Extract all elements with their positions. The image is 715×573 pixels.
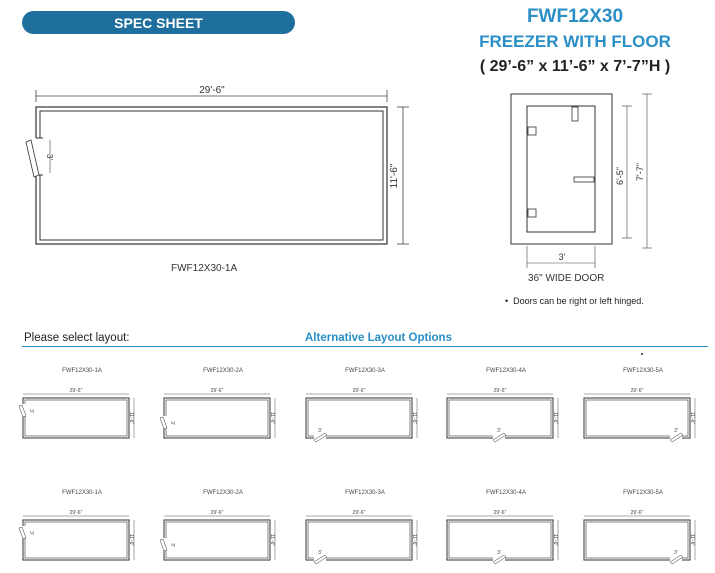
layout-width-label: 29'-6" xyxy=(70,510,83,516)
spec-sheet-badge: SPEC SHEET xyxy=(22,11,295,34)
floor-plan-drawing: 29'-6" 3' 11'-6" xyxy=(25,85,409,245)
layout-depth-label: 11'-6" xyxy=(128,534,134,547)
layout-thumbnail: 29'-6" 11'-6" 3' xyxy=(305,510,418,565)
layout-option-name: FWF12X30-5A xyxy=(623,490,663,496)
layout-option-row1-2[interactable]: FWF12X30-2A 29'-6" 11'-6" 3' xyxy=(158,368,288,448)
layout-width-label: 29'-6" xyxy=(631,388,644,394)
layout-door-label: 3' xyxy=(497,550,501,556)
door-elevation-drawing: 6'-5" 7'-7" 3' xyxy=(510,93,652,268)
layout-door-label: 3' xyxy=(674,550,678,556)
layout-width-label: 29'-6" xyxy=(353,388,366,394)
layout-option-row2-3[interactable]: FWF12X30-3A 29'-6" 11'-6" 3' xyxy=(300,490,430,570)
plan-caption: FWF12X30-1A xyxy=(171,263,238,274)
layout-depth-label: 11'-6" xyxy=(128,412,134,425)
layout-door-label: 3' xyxy=(318,550,322,556)
layout-width-label: 29'-6" xyxy=(494,510,507,516)
stray-dot xyxy=(641,353,643,355)
overall-dimensions: ( 29’-6” x 11’-6” x 7’-7”H ) xyxy=(479,58,671,75)
layout-door-label: 3' xyxy=(28,531,34,535)
layout-thumbnail: 29'-6" 11'-6" 3' xyxy=(18,510,135,561)
layout-option-row1-1[interactable]: FWF12X30-1A 29'-6" 11'-6" 3' xyxy=(17,368,147,448)
layout-thumbnail: 29'-6" 11'-6" 3' xyxy=(18,388,135,439)
layout-door-label: 3' xyxy=(169,421,175,425)
layout-depth-label: 11'-6" xyxy=(552,412,558,425)
select-layout-label: Please select layout: xyxy=(24,332,130,344)
plan-depth-label: 11'-6" xyxy=(389,163,400,188)
layout-door-label: 3' xyxy=(318,428,322,434)
layout-option-row2-5[interactable]: FWF12X30-5A 29'-6" 11'-6" 3' xyxy=(578,490,708,570)
layout-option-name: FWF12X30-1A xyxy=(62,368,102,374)
layout-option-row1-5[interactable]: FWF12X30-5A 29'-6" 11'-6" 3' xyxy=(578,368,708,448)
layout-width-label: 29'-6" xyxy=(631,510,644,516)
layout-depth-label: 11'-6" xyxy=(269,412,275,425)
layout-option-name: FWF12X30-3A xyxy=(345,368,385,374)
layout-option-row1-3[interactable]: FWF12X30-3A 29'-6" 11'-6" 3' xyxy=(300,368,430,448)
layout-option-name: FWF12X30-1A xyxy=(62,490,102,496)
layout-option-name: FWF12X30-2A xyxy=(203,368,243,374)
layout-door-label: 3' xyxy=(28,409,34,413)
layout-door-label: 3' xyxy=(169,543,175,547)
layout-width-label: 29'-6" xyxy=(494,388,507,394)
product-subtitle: FREEZER WITH FLOOR xyxy=(479,32,671,51)
layout-width-label: 29'-6" xyxy=(211,510,224,516)
layout-depth-label: 11'-6" xyxy=(411,412,417,425)
layout-thumbnail: 29'-6" 11'-6" 3' xyxy=(446,388,559,443)
elevation-total-height: 7'-7" xyxy=(635,163,645,181)
hinge-note: • Doors can be right or left hinged. xyxy=(505,296,644,306)
layout-option-name: FWF12X30-4A xyxy=(486,490,526,496)
layout-width-label: 29'-6" xyxy=(353,510,366,516)
elevation-door-height: 6'-5" xyxy=(615,167,625,185)
section-divider xyxy=(22,346,708,347)
layout-depth-label: 11'-6" xyxy=(411,534,417,547)
plan-door-label: 3' xyxy=(45,154,54,160)
layout-width-label: 29'-6" xyxy=(70,388,83,394)
layout-depth-label: 11'-6" xyxy=(269,534,275,547)
layout-thumbnail: 29'-6" 11'-6" 3' xyxy=(305,388,418,443)
layout-option-row2-4[interactable]: FWF12X30-4A 29'-6" 11'-6" 3' xyxy=(441,490,571,570)
plan-width-label: 29'-6" xyxy=(199,85,225,96)
layout-thumbnail: 29'-6" 11'-6" 3' xyxy=(159,510,276,561)
elevation-door-width: 3' xyxy=(559,252,566,262)
layout-option-name: FWF12X30-3A xyxy=(345,490,385,496)
layout-option-name: FWF12X30-4A xyxy=(486,368,526,374)
model-title: FWF12X30 xyxy=(526,6,624,27)
layout-depth-label: 11'-6" xyxy=(689,412,695,425)
layout-thumbnail: 29'-6" 11'-6" 3' xyxy=(159,388,276,439)
layout-door-label: 3' xyxy=(497,428,501,434)
layout-depth-label: 11'-6" xyxy=(689,534,695,547)
layout-option-row2-1[interactable]: FWF12X30-1A 29'-6" 11'-6" 3' xyxy=(17,490,147,570)
layout-width-label: 29'-6" xyxy=(211,388,224,394)
layout-option-name: FWF12X30-5A xyxy=(623,368,663,374)
layout-thumbnail: 29'-6" 11'-6" 3' xyxy=(446,510,559,565)
layout-thumbnail: 29'-6" 11'-6" 3' xyxy=(583,510,696,565)
layout-depth-label: 11'-6" xyxy=(552,534,558,547)
layout-option-name: FWF12X30-2A xyxy=(203,490,243,496)
layout-door-label: 3' xyxy=(674,428,678,434)
layout-option-row1-4[interactable]: FWF12X30-4A 29'-6" 11'-6" 3' xyxy=(441,368,571,448)
layout-option-row2-2[interactable]: FWF12X30-2A 29'-6" 11'-6" 3' xyxy=(158,490,288,570)
alternative-layouts-heading: Alternative Layout Options xyxy=(305,332,452,344)
elevation-caption: 36" WIDE DOOR xyxy=(528,273,605,284)
layout-thumbnail: 29'-6" 11'-6" 3' xyxy=(583,388,696,443)
